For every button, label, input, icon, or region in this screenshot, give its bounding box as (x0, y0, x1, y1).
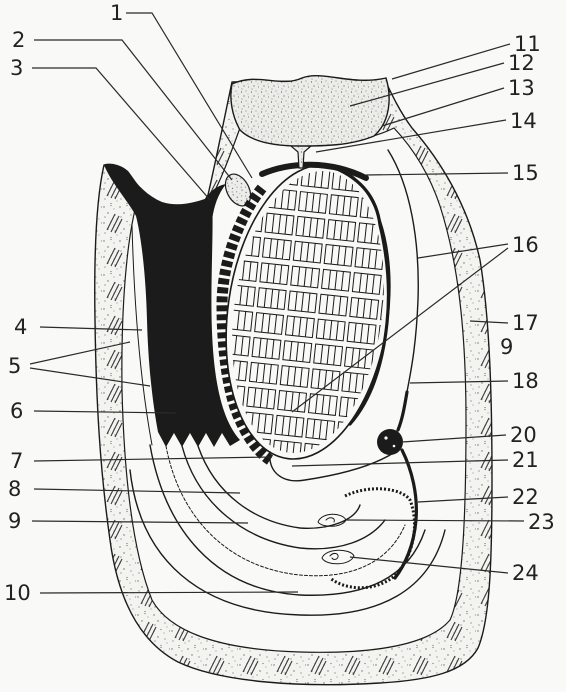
label-4: 4 (14, 315, 27, 339)
label-1: 1 (110, 1, 123, 25)
dark-knob (377, 429, 403, 455)
top-cup (231, 76, 389, 146)
label-10: 10 (4, 581, 31, 605)
label-3: 3 (10, 56, 23, 80)
label-9-left: 9 (8, 509, 21, 533)
label-22: 22 (512, 485, 539, 509)
knob-speck (393, 445, 396, 448)
label-23: 23 (528, 510, 555, 534)
label-17: 17 (512, 311, 539, 335)
label-21: 21 (512, 448, 539, 472)
label-13: 13 (508, 76, 535, 100)
label-15: 15 (512, 161, 539, 185)
label-12: 12 (508, 51, 535, 75)
label-6: 6 (10, 399, 23, 423)
label-2: 2 (12, 28, 25, 52)
label-5: 5 (8, 354, 21, 378)
label-24: 24 (512, 561, 539, 585)
label-14: 14 (510, 109, 537, 133)
label-9-right: 9 (500, 335, 513, 359)
label-8: 8 (8, 477, 21, 501)
label-16: 16 (512, 233, 539, 257)
label-7: 7 (10, 449, 23, 473)
label-20: 20 (510, 423, 537, 447)
label-18: 18 (512, 369, 539, 393)
knob-speck (384, 436, 387, 439)
